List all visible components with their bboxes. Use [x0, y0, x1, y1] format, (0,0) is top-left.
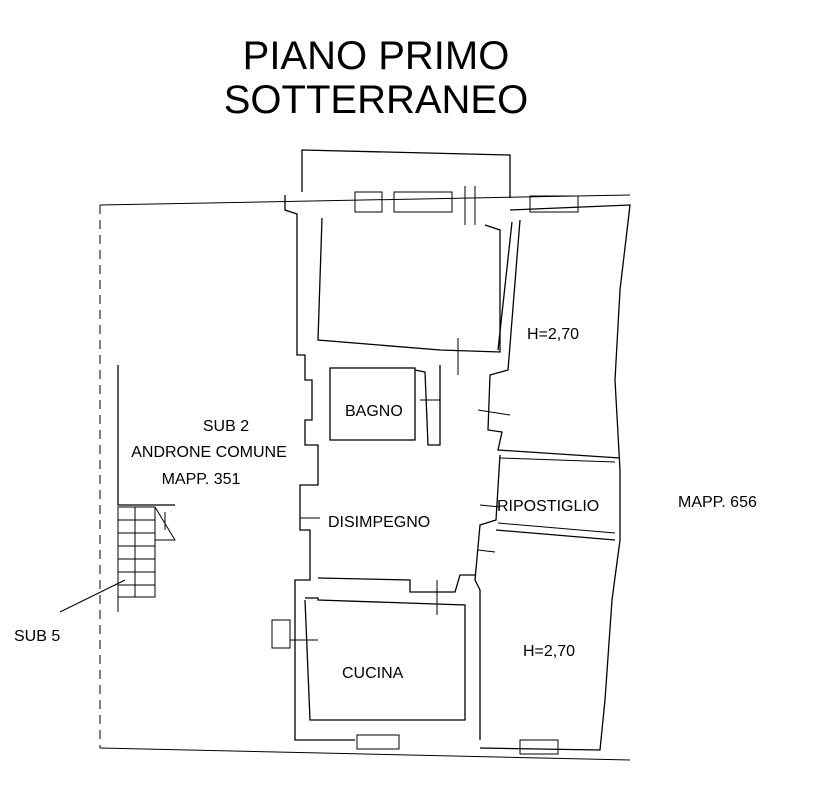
label-mapp-656: MAPP. 656: [678, 494, 757, 511]
label-height-top-room: H=2,70: [527, 326, 579, 343]
label-disimpegno: DISIMPEGNO: [328, 514, 430, 531]
stairs: [59, 365, 176, 613]
property-boundary: [99, 194, 631, 761]
plan-title-line2: SOTTERRANEO: [223, 78, 529, 122]
label-sub2: SUB 2: [203, 418, 249, 435]
label-sub5: SUB 5: [14, 628, 60, 645]
label-ripostiglio: RIPOSTIGLIO: [497, 498, 599, 515]
label-height-bottom-room: H=2,70: [523, 643, 575, 660]
label-cucina: CUCINA: [342, 665, 404, 682]
label-androne-comune: ANDRONE COMUNE: [131, 444, 287, 461]
plan-title-line1: PIANO PRIMO: [242, 34, 510, 78]
label-bagno: BAGNO: [345, 403, 403, 420]
top-annex: [301, 149, 579, 225]
label-mapp-351: MAPP. 351: [162, 471, 241, 488]
building-walls: [284, 195, 631, 751]
openings: [271, 338, 559, 755]
